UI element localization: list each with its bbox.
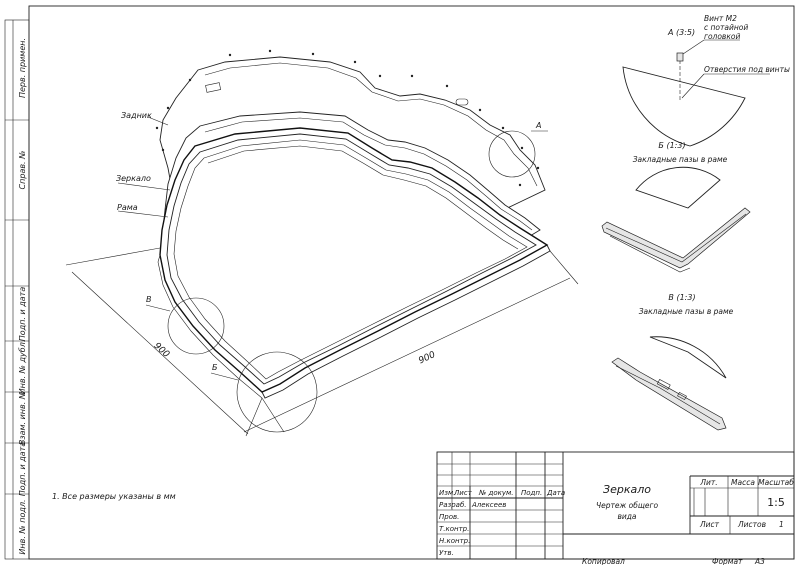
side-stamp: Перв. примен. Справ. № Подп. и дата Инв.… <box>4 19 30 560</box>
detail-b: Б (1:3) Закладные пазы в раме <box>601 141 751 273</box>
tb-massa-label: Масса <box>731 478 755 487</box>
format-label: Формат <box>712 557 743 565</box>
kopiroval-label: Копировал <box>582 557 625 565</box>
tb-razrab-name: Алексеев <box>471 501 506 509</box>
tb-doctype-2: вида <box>617 512 636 521</box>
back-panel-slot <box>205 82 222 93</box>
tb-masshtab-value: 1:5 <box>767 496 785 509</box>
frame-inner-1 <box>166 133 537 385</box>
back-panel-slot-2 <box>455 98 469 106</box>
detail-b-corner-line2 <box>609 235 691 273</box>
detail-a-holes: Отверстия под винты <box>704 65 790 74</box>
callout-b: Б <box>212 363 218 372</box>
detail-circle-b[interactable] <box>236 351 318 433</box>
side-label-sprav: Справ. № <box>18 151 27 190</box>
tb-prov-label: Пров. <box>439 513 459 521</box>
tb-nkontr-label: Н.контр. <box>439 537 470 545</box>
detail-v-title: В (1:3) <box>668 293 695 302</box>
callout-v: В <box>146 295 152 304</box>
tb-hdr-date: Дата <box>546 489 565 497</box>
detail-b-sector <box>635 166 721 209</box>
detail-v-corner <box>611 357 727 431</box>
frame-inner-3 <box>207 145 519 250</box>
detail-a: А (3:5) Винт М2 с потайной головкой Отве… <box>622 14 790 147</box>
tb-hdr-izm: Изм. <box>439 489 455 497</box>
detail-b-title: Б (1:3) <box>658 141 685 150</box>
tb-listov-value: 1 <box>779 520 784 529</box>
frame-outer <box>159 127 549 393</box>
callout-zadnik: Задник <box>121 111 152 120</box>
side-label-perv: Перв. примен. <box>18 38 27 98</box>
title-block: Изм. Лист № докум. Подп. Дата Разраб. Ал… <box>436 451 795 560</box>
tb-utv-label: Утв. <box>439 549 454 557</box>
tb-listov-label: Листов <box>737 520 766 529</box>
tb-doctype-1: Чертеж общего <box>596 501 658 510</box>
tb-masshtab-label: Масштаб <box>758 478 794 487</box>
main-view: 900 900 Задник Зеркало Рама А В Б <box>65 49 579 437</box>
detail-b-caption: Закладные пазы в раме <box>633 155 728 164</box>
tb-lit-label: Лит. <box>699 478 717 487</box>
detail-a-screw-1: Винт М2 <box>704 14 737 23</box>
mirror-inner <box>204 117 533 231</box>
side-label-podl: Инв. № подл. <box>18 499 27 554</box>
dimension-label-width: 900 <box>417 350 437 366</box>
tb-hdr-list: Лист <box>453 489 473 497</box>
detail-b-corner <box>601 207 751 269</box>
callout-a: А <box>535 121 541 130</box>
side-label-podp2: Подп. и дата <box>18 442 27 497</box>
tb-hdr-docnum: № докум. <box>478 489 514 497</box>
frame-edge <box>261 244 551 399</box>
callout-zerkalo: Зеркало <box>116 174 151 183</box>
detail-a-screw-2: с потайной <box>704 23 748 32</box>
detail-v-caption: Закладные пазы в раме <box>639 307 734 316</box>
screw-icon <box>676 52 684 62</box>
tb-tkontr-label: Т.контр. <box>439 525 469 533</box>
detail-a-title: А (3:5) <box>667 28 695 37</box>
detail-v-corner-line <box>615 365 721 425</box>
tb-list-label: Лист <box>699 520 720 529</box>
tb-hdr-podp: Подп. <box>521 489 542 497</box>
detail-circle-v[interactable] <box>167 297 225 355</box>
tb-razrab-label: Разраб. <box>439 501 467 509</box>
detail-circle-a[interactable] <box>488 130 536 178</box>
detail-v: В (1:3) Закладные пазы в раме <box>611 293 734 431</box>
side-label-podp1: Подп. и дата <box>18 287 27 342</box>
detail-a-sector <box>622 66 746 147</box>
format-value: А3 <box>754 557 765 565</box>
callout-rama: Рама <box>117 203 138 212</box>
detail-a-screw-3: головкой <box>704 32 740 41</box>
detail-v-slot-2 <box>677 391 687 401</box>
tb-name: Зеркало <box>603 483 651 496</box>
detail-v-slot <box>656 379 671 390</box>
note-dimensions: 1. Все размеры указаны в мм <box>52 492 176 501</box>
detail-v-sector <box>649 336 727 379</box>
back-panel-bevel <box>204 62 538 187</box>
detail-b-corner-line <box>605 213 747 263</box>
side-label-vzam: Взам. инв. № <box>18 391 27 445</box>
dimension-label-depth: 900 <box>152 341 172 360</box>
frame-edge-2 <box>157 254 263 399</box>
frame-inner-2 <box>173 139 528 380</box>
side-label-dubl: Инв. № дубл. <box>18 340 27 395</box>
